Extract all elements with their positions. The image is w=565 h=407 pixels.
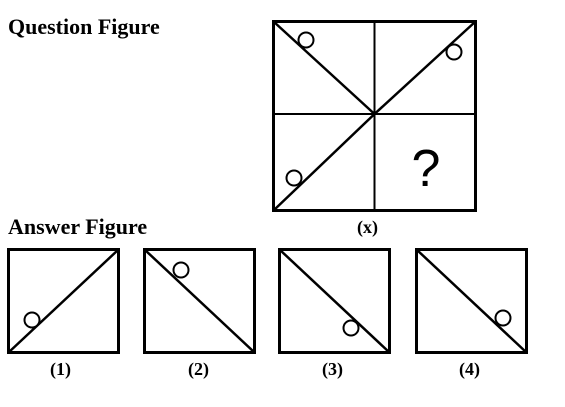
answer-option-3-figure[interactable] — [278, 248, 391, 354]
question-figure-title: Question Figure — [8, 14, 160, 39]
circle-marker — [172, 261, 190, 279]
answer-option-4-figure[interactable] — [415, 248, 528, 354]
diagonal-line — [143, 248, 256, 354]
missing-figure-question-mark: ? — [412, 140, 441, 198]
circle-marker — [342, 319, 360, 337]
option-border — [143, 248, 256, 354]
circle-marker — [445, 43, 463, 61]
question-figure-caption: (x) — [357, 217, 378, 237]
option-border — [415, 248, 528, 354]
diagonal-line — [373, 20, 477, 115]
answer-option-1-caption: (1) — [50, 359, 71, 379]
answer-option-2-caption: (2) — [188, 359, 209, 379]
answer-figure-title: Answer Figure — [8, 214, 148, 239]
question-figure: ? — [272, 20, 477, 212]
circle-marker — [285, 169, 303, 187]
circle-marker — [297, 31, 315, 49]
question-cell-top-left — [272, 20, 376, 115]
circle-marker — [494, 309, 512, 327]
question-cell-bottom-left — [272, 113, 376, 212]
diagonal-line — [272, 113, 376, 212]
answer-option-3-caption: (3) — [322, 359, 343, 379]
answer-option-2-figure[interactable] — [143, 248, 256, 354]
diagonal-line — [278, 248, 391, 354]
option-border — [278, 248, 391, 354]
question-cell-top-right — [373, 20, 477, 115]
answer-option-4-caption: (4) — [459, 359, 480, 379]
circle-marker — [23, 311, 41, 329]
answer-option-1-figure[interactable] — [7, 248, 120, 354]
diagonal-line — [7, 248, 120, 354]
diagonal-line — [272, 20, 376, 115]
option-border — [7, 248, 120, 354]
diagonal-line — [415, 248, 528, 354]
